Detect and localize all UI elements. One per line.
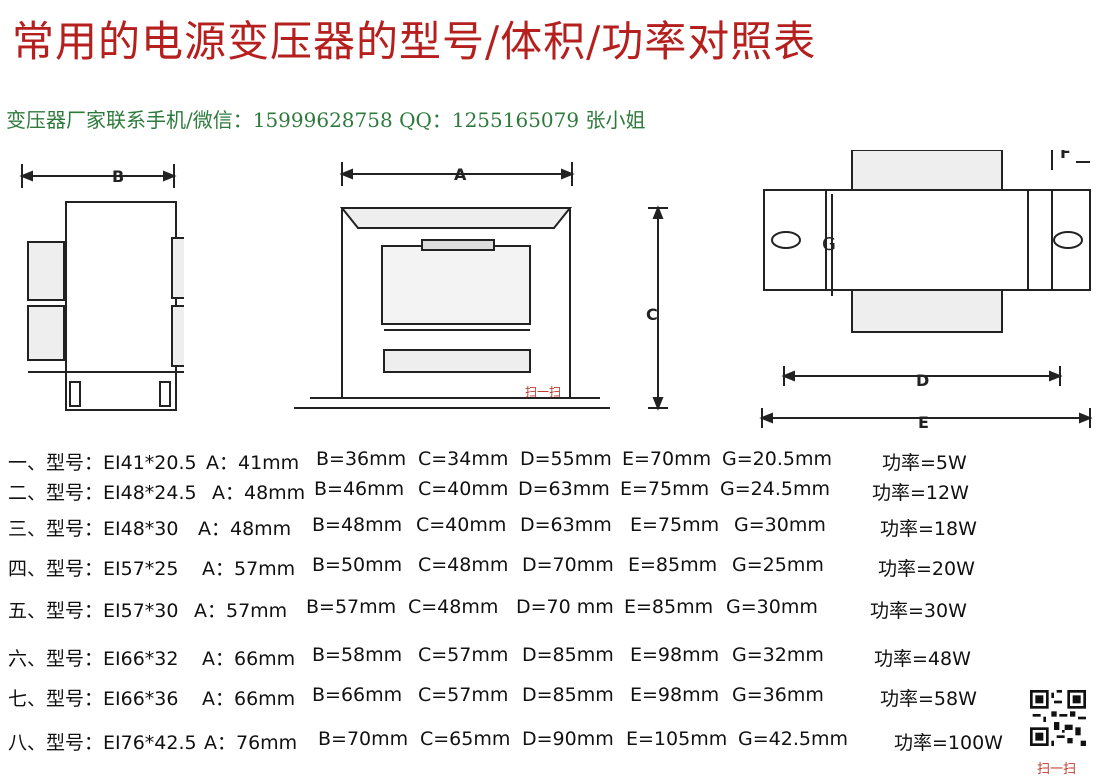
power: 功率=20W xyxy=(878,558,975,580)
dim-d: D=85mm xyxy=(522,644,614,666)
model: 四、型号：EI57*25 xyxy=(8,558,179,580)
dim-e: E=75mm xyxy=(620,478,710,500)
dim-c: C=57mm xyxy=(418,684,509,706)
front-view-diagram: A C xyxy=(294,162,668,411)
label-f: F xyxy=(1060,150,1071,162)
power: 功率=12W xyxy=(872,482,969,504)
label-a: A xyxy=(454,165,467,184)
power: 功率=48W xyxy=(874,648,971,670)
dim-c: C=48mm xyxy=(418,554,509,576)
top-view-diagram: D E F G xyxy=(759,150,1093,432)
model: 七、型号：EI66*36 xyxy=(8,688,179,710)
dim-e: E=105mm xyxy=(626,728,728,750)
dim-g: G=32mm xyxy=(732,644,824,666)
dim-b: B=36mm xyxy=(316,448,407,470)
power: 功率=18W xyxy=(880,518,977,540)
label-b: B xyxy=(112,167,124,186)
dim-c: C=40mm xyxy=(416,514,507,536)
label-c: C xyxy=(646,305,658,324)
dim-a: A：41mm xyxy=(206,452,300,474)
side-view-diagram: B xyxy=(19,164,184,411)
dim-g: G=30mm xyxy=(734,514,826,536)
dim-e: E=85mm xyxy=(624,596,714,618)
model: 五、型号：EI57*30 xyxy=(8,600,179,622)
model: 一、型号：EI41*20.5 xyxy=(8,452,197,474)
model: 六、型号：EI66*32 xyxy=(8,648,179,670)
label-g: G xyxy=(822,234,836,255)
dim-d: D=70mm xyxy=(522,554,614,576)
dim-a: A：48mm xyxy=(212,482,306,504)
dim-b: B=46mm xyxy=(314,478,405,500)
power: 功率=30W xyxy=(870,600,967,622)
model: 二、型号：EI48*24.5 xyxy=(8,482,197,504)
dim-a: A：57mm xyxy=(202,558,296,580)
dim-a: A：66mm xyxy=(202,648,296,670)
dim-c: C=48mm xyxy=(408,596,499,618)
power: 功率=100W xyxy=(894,732,1003,754)
qr-code-icon[interactable] xyxy=(1028,690,1088,746)
model: 三、型号：EI48*30 xyxy=(8,518,179,540)
dim-g: G=42.5mm xyxy=(738,728,848,750)
dim-a: A：66mm xyxy=(202,688,296,710)
dim-a: A：48mm xyxy=(198,518,292,540)
page-title: 常用的电源变压器的型号/体积/功率对照表 xyxy=(12,17,817,66)
dim-a: A：76mm xyxy=(204,732,298,754)
dim-d: D=90mm xyxy=(522,728,614,750)
dim-g: G=24.5mm xyxy=(720,478,830,500)
dim-c: C=40mm xyxy=(418,478,509,500)
dim-b: B=48mm xyxy=(312,514,403,536)
dim-d: D=70 mm xyxy=(516,596,614,618)
power: 功率=5W xyxy=(882,452,967,474)
dim-c: C=57mm xyxy=(418,644,509,666)
dim-b: B=58mm xyxy=(312,644,403,666)
qr-label: 扫一扫 xyxy=(1037,762,1077,777)
dim-c: C=34mm xyxy=(418,448,509,470)
dim-d: D=63mm xyxy=(520,514,612,536)
dim-b: B=66mm xyxy=(312,684,403,706)
dim-e: E=98mm xyxy=(630,684,720,706)
contact-info: 变压器厂家联系手机/微信：15999628758 QQ：1255165079 张… xyxy=(6,108,646,132)
dim-d: D=85mm xyxy=(522,684,614,706)
dim-g: G=30mm xyxy=(726,596,818,618)
dim-g: G=36mm xyxy=(732,684,824,706)
dim-e: E=75mm xyxy=(630,514,720,536)
dim-b: B=50mm xyxy=(312,554,403,576)
scan-watermark: 扫一扫 xyxy=(525,385,562,399)
label-e: E xyxy=(918,413,929,432)
label-d: D xyxy=(916,371,929,390)
dim-d: D=63mm xyxy=(518,478,610,500)
dim-b: B=70mm xyxy=(318,728,409,750)
dim-e: E=98mm xyxy=(630,644,720,666)
dim-g: G=25mm xyxy=(732,554,824,576)
dim-e: E=70mm xyxy=(622,448,712,470)
dim-g: G=20.5mm xyxy=(722,448,832,470)
power: 功率=58W xyxy=(880,688,977,710)
dim-e: E=85mm xyxy=(628,554,718,576)
dim-d: D=55mm xyxy=(520,448,612,470)
dim-c: C=65mm xyxy=(420,728,511,750)
dim-a: A：57mm xyxy=(194,600,288,622)
dim-b: B=57mm xyxy=(306,596,397,618)
model: 八、型号：EI76*42.5 xyxy=(8,732,197,754)
